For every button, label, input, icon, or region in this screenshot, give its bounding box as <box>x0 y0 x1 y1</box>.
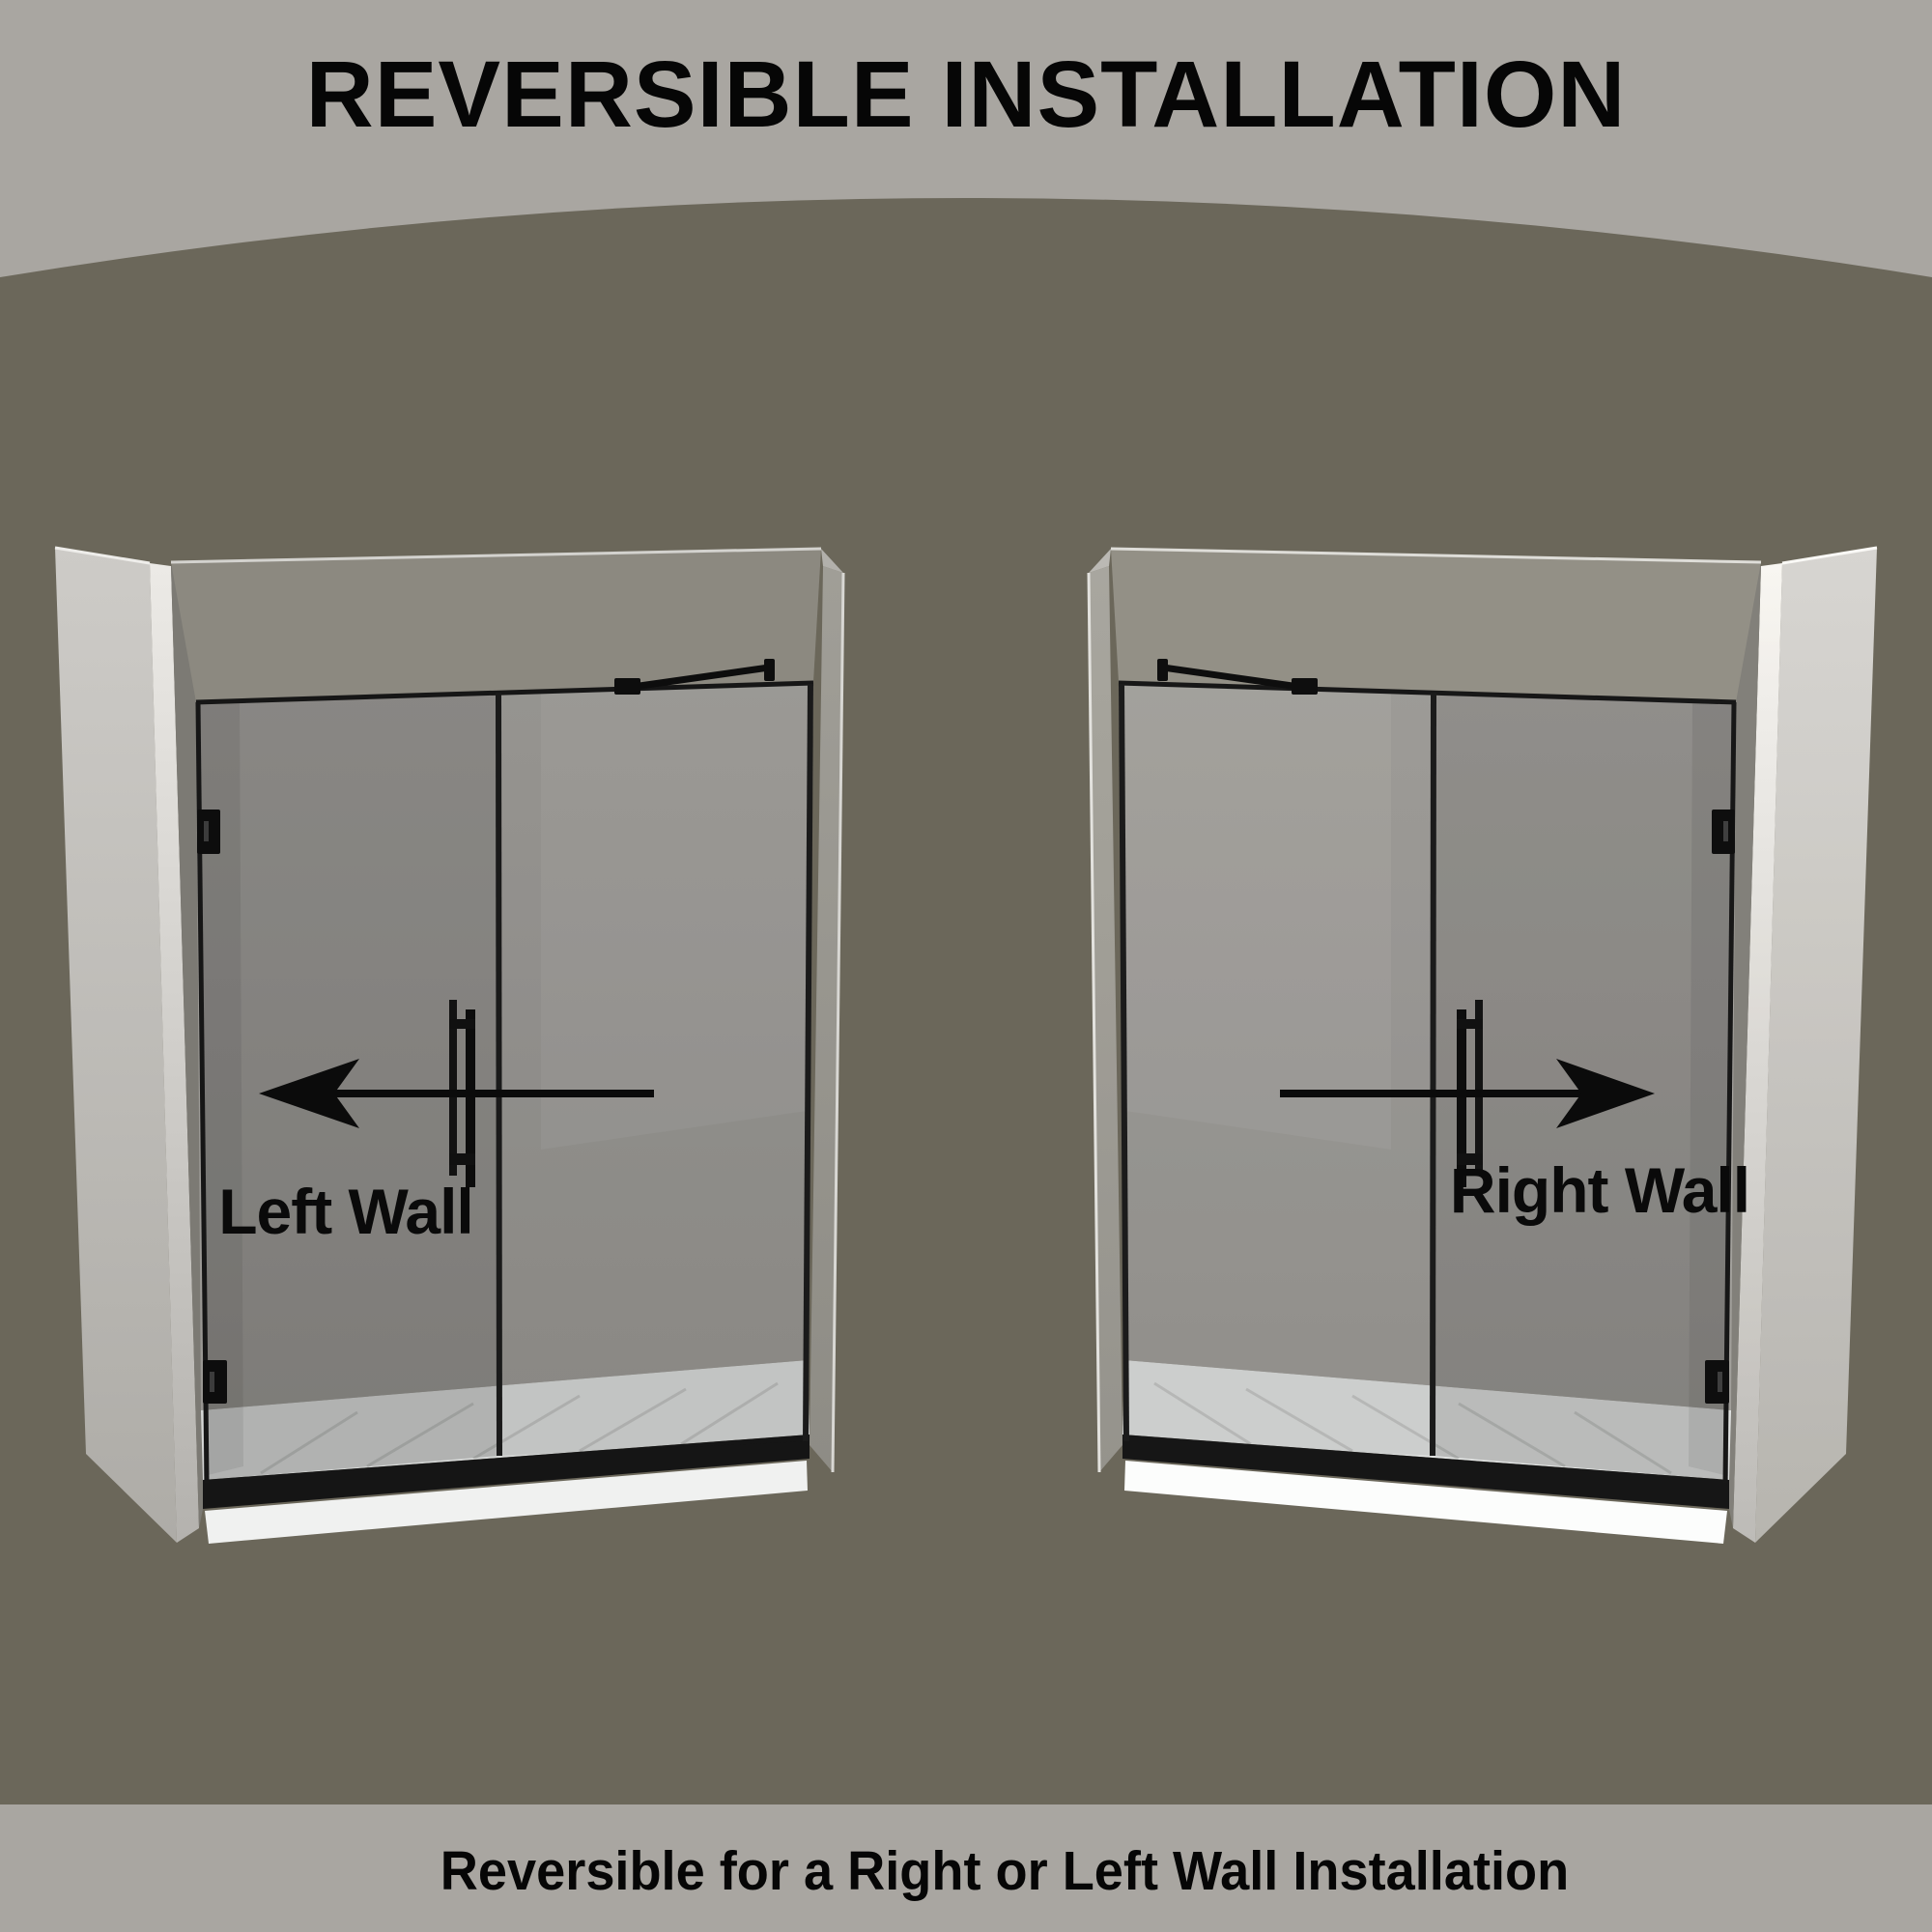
right-shower-render <box>1089 548 1877 1544</box>
left-shower-render <box>55 548 843 1544</box>
bottom-caption: Reversible for a Right or Left Wall Inst… <box>440 1840 1570 1902</box>
left-wall-label: Left Wall <box>218 1176 474 1247</box>
right-wall-label: Right Wall <box>1449 1154 1750 1226</box>
page-title: REVERSIBLE INSTALLATION <box>305 42 1627 147</box>
arrow-right-icon <box>1280 1059 1655 1128</box>
arrow-left-icon <box>259 1059 654 1128</box>
